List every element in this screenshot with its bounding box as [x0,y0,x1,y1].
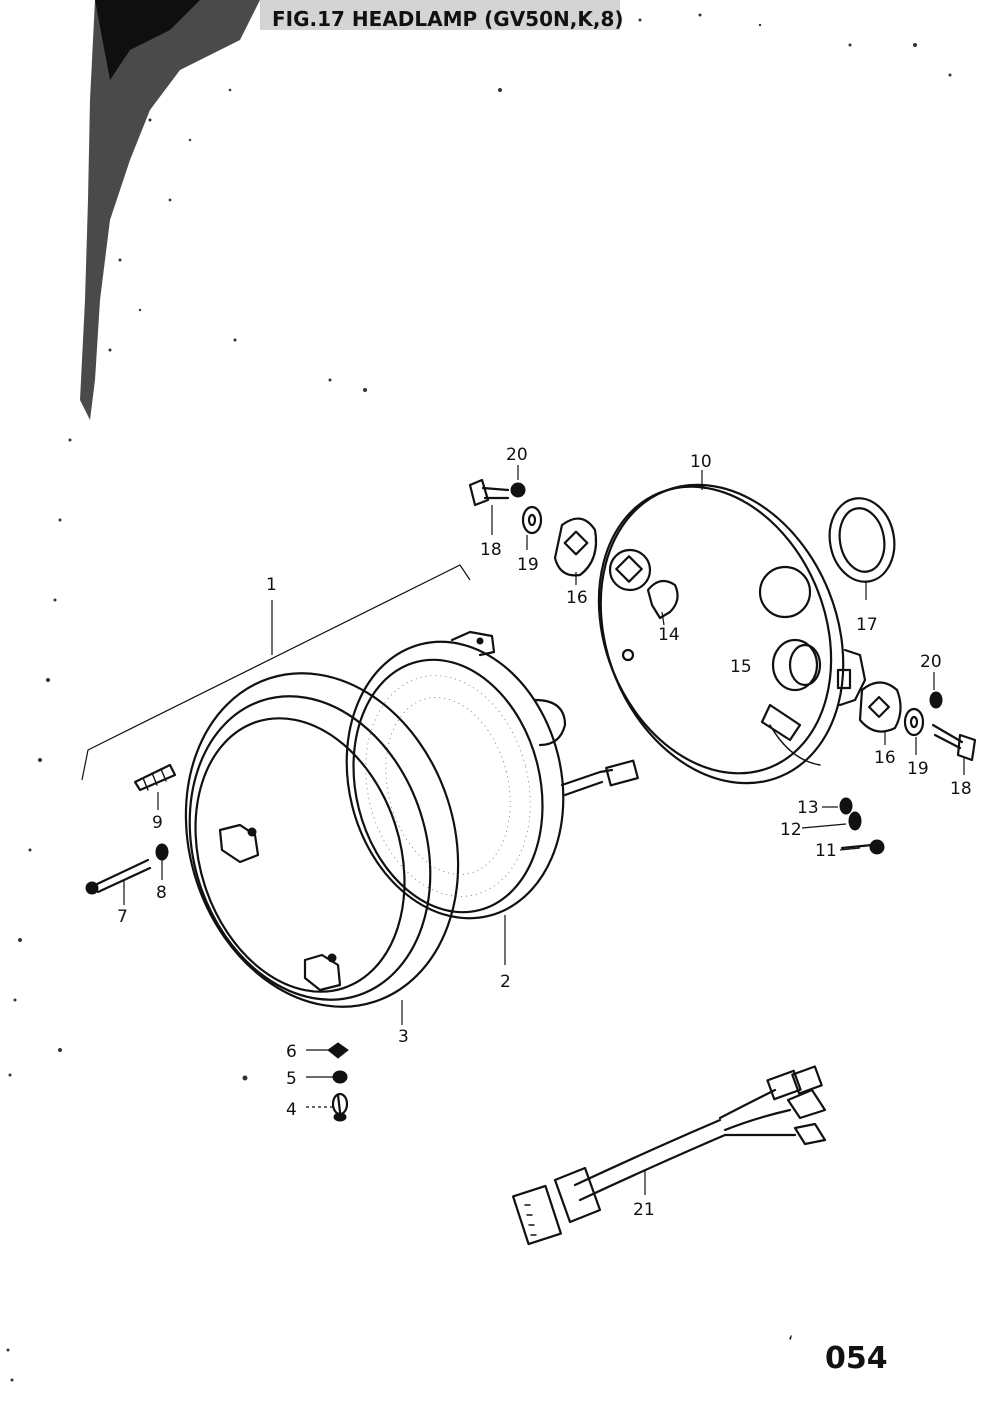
screw-12 [801,811,862,831]
callout-14: 14 [658,625,680,645]
headlamp-rim [184,672,460,1008]
headlamp-unit [345,630,639,965]
callout-16-right: 16 [874,748,896,768]
callout-20-right: 20 [920,652,942,672]
grommet-right [858,681,902,733]
callout-19-right: 19 [907,759,929,779]
callout-15: 15 [730,657,752,677]
callout-13: 13 [797,798,819,818]
headlamp-housing [597,483,867,785]
callout-18-left: 18 [480,540,502,560]
callout-3: 3 [398,1027,409,1047]
spring-9 [133,763,177,810]
callout-10: 10 [690,452,712,472]
callout-17: 17 [856,615,878,635]
diagram-title: FIG.17 HEADLAMP (GV50N,K,8) [272,7,624,31]
grommet-ring [828,497,896,600]
callout-11: 11 [815,841,837,861]
washer-19-right [903,707,925,737]
page-number: 054 [825,1341,888,1376]
callout-2: 2 [500,972,511,992]
page-mark: ʻ [788,1333,793,1353]
screw-13 [822,797,853,815]
wiring-harness [512,1065,827,1246]
callout-8: 8 [156,883,167,903]
headlamp-socket [760,638,822,766]
washer-5 [306,1070,348,1084]
callout-5: 5 [286,1069,297,1089]
callout-6: 6 [286,1042,297,1062]
assembly-bracket-1 [81,564,471,781]
bolt-18-left [468,465,526,535]
bolt-18-right [931,723,977,775]
callout-4: 4 [286,1100,297,1120]
scan-noise [6,0,952,1382]
nut-8 [155,843,169,880]
callout-9: 9 [152,813,163,833]
callout-16-left: 16 [566,588,588,608]
washer-19-left [521,505,543,550]
callout-labels: 2 3 4 5 6 7 8 9 10 11 12 13 14 15 16 16 … [117,445,972,1220]
screw-7 [85,858,152,905]
callout-21: 21 [633,1200,655,1220]
screw-4 [306,1092,349,1122]
nut-20-right [929,672,943,709]
callout-18-right: 18 [950,779,972,799]
callout-20-left: 20 [506,445,528,465]
screw-11 [839,839,885,855]
callout-19-left: 19 [517,555,539,575]
callout-12: 12 [780,820,802,840]
callout-7: 7 [117,907,128,927]
callout-1: 1 [266,575,277,595]
pilot-bulb [646,579,679,626]
grommet-left [553,517,598,577]
nut-6 [306,1042,349,1059]
